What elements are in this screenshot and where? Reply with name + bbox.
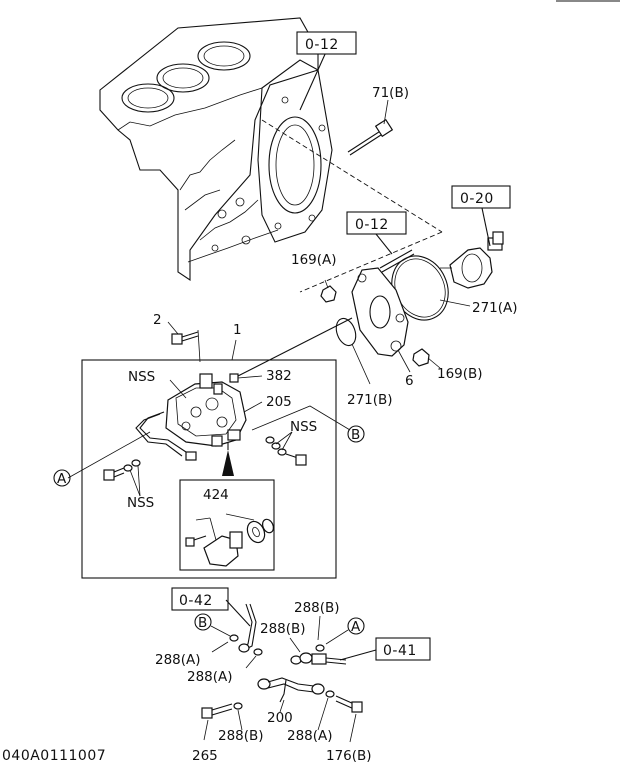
nut-169b xyxy=(412,348,430,367)
washer-288a-top xyxy=(229,634,239,642)
washer-288b-bottom xyxy=(233,702,243,710)
part-label-1: 1 xyxy=(233,322,242,338)
bolt-assembly-left xyxy=(103,459,141,481)
flange-plate xyxy=(351,267,409,357)
part-label-169b: 169(B) xyxy=(437,366,483,382)
part-label-176b: 176(B) xyxy=(326,748,372,764)
part-label-424: 424 xyxy=(203,487,229,503)
callout-a-bottom-label: A xyxy=(351,619,361,635)
callout-b-right-label: B xyxy=(351,427,360,443)
bolt-71b xyxy=(347,118,394,156)
part-label-265: 265 xyxy=(192,748,218,764)
ref-label-0-42: 0-42 xyxy=(179,593,213,609)
part-label-288a-3: 288(A) xyxy=(287,728,333,744)
drive-gear xyxy=(440,231,504,289)
ref-box-0-12-top xyxy=(296,31,357,55)
injection-pump xyxy=(135,373,247,461)
part-label-288a-2: 288(A) xyxy=(187,669,233,685)
part-label-288b-3: 288(B) xyxy=(218,728,264,744)
assembly-frame xyxy=(81,359,337,579)
part-label-2: 2 xyxy=(153,312,162,328)
engine-block xyxy=(99,17,333,282)
bolt-assembly-right xyxy=(265,436,307,466)
solenoid-valve xyxy=(185,518,275,567)
callout-a-left xyxy=(53,469,71,487)
callout-b-bottom-label: B xyxy=(198,615,207,631)
part-382 xyxy=(229,373,239,383)
part-label-288b-2: 288(B) xyxy=(260,621,306,637)
detail-arrow xyxy=(222,450,234,476)
bolt-2 xyxy=(171,329,201,363)
bolt-176b xyxy=(335,695,363,713)
nss-label-left: NSS xyxy=(127,495,154,511)
ref-box-0-20 xyxy=(451,185,511,209)
part-label-288a-1: 288(A) xyxy=(155,652,201,668)
drawing-code: 040A0111007 xyxy=(2,748,106,764)
o-ring-271b xyxy=(335,317,357,347)
banjo-connector xyxy=(290,644,347,665)
callout-b-bottom xyxy=(194,613,212,631)
ref-label-0-20: 0-20 xyxy=(460,191,494,207)
part-label-382: 382 xyxy=(266,368,292,384)
nss-label-top: NSS xyxy=(128,369,155,385)
part-label-71b: 71(B) xyxy=(372,85,409,101)
ref-box-0-42 xyxy=(171,587,229,611)
bolt-265 xyxy=(201,703,233,719)
pipe-upper xyxy=(239,603,253,649)
part-label-288b-1: 288(B) xyxy=(294,600,340,616)
part-label-6: 6 xyxy=(405,373,414,389)
ref-label-0-12-top: 0-12 xyxy=(305,37,339,53)
part-label-169a: 169(A) xyxy=(291,252,337,268)
callout-b-right xyxy=(347,425,365,443)
part-label-205: 205 xyxy=(266,394,292,410)
ref-label-0-41: 0-41 xyxy=(383,643,417,659)
nss-label-right: NSS xyxy=(290,419,317,435)
part-label-271a: 271(A) xyxy=(472,300,518,316)
ref-box-0-41 xyxy=(375,637,431,661)
part-label-200: 200 xyxy=(267,710,293,726)
ref-label-0-12-mid: 0-12 xyxy=(355,217,389,233)
pipe-200 xyxy=(257,677,325,703)
callout-a-left-label: A xyxy=(57,471,67,487)
part-label-271b: 271(B) xyxy=(347,392,393,408)
washer-288a-bottom xyxy=(325,690,335,698)
nut-169a xyxy=(320,285,337,303)
callout-a-bottom xyxy=(347,617,365,635)
inset-frame-424 xyxy=(179,479,275,571)
